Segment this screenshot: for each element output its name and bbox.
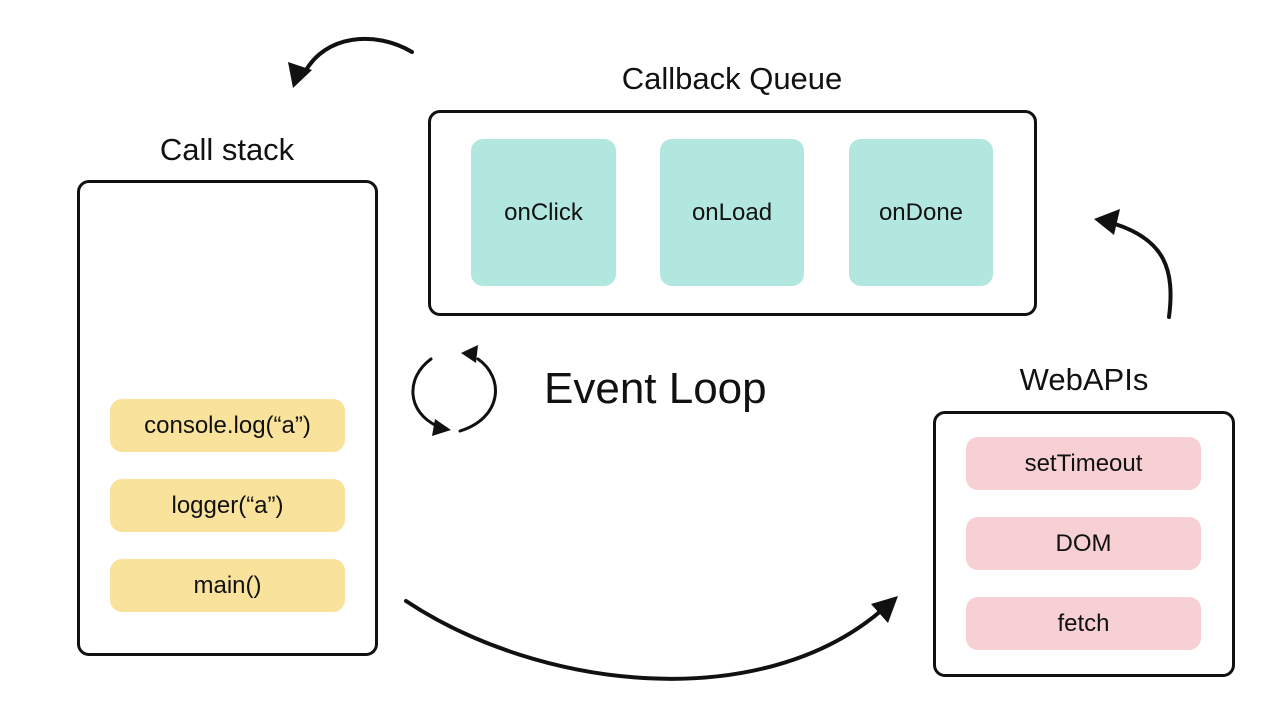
webapis-title: WebAPIs [1019, 362, 1149, 397]
arrow-queue-to-stack-icon [288, 36, 414, 88]
event-loop-cycle-icon [411, 345, 497, 436]
webapi-item: DOM [966, 517, 1201, 570]
event-loop-label: Event Loop [544, 364, 767, 413]
call-stack-frame: console.log(“a”) [110, 399, 345, 452]
callback-queue-title: Callback Queue [621, 61, 843, 96]
call-stack-frame: logger(“a”) [110, 479, 345, 532]
arrow-webapis-to-queue-icon [1094, 209, 1173, 319]
callback-queue-item: onLoad [660, 139, 804, 286]
webapi-item: setTimeout [966, 437, 1201, 490]
call-stack-title: Call stack [159, 132, 295, 167]
webapi-item: fetch [966, 597, 1201, 650]
arrow-stack-to-webapis-icon [404, 596, 898, 681]
callback-queue-item: onDone [849, 139, 993, 286]
call-stack-frame: main() [110, 559, 345, 612]
callback-queue-item: onClick [471, 139, 616, 286]
